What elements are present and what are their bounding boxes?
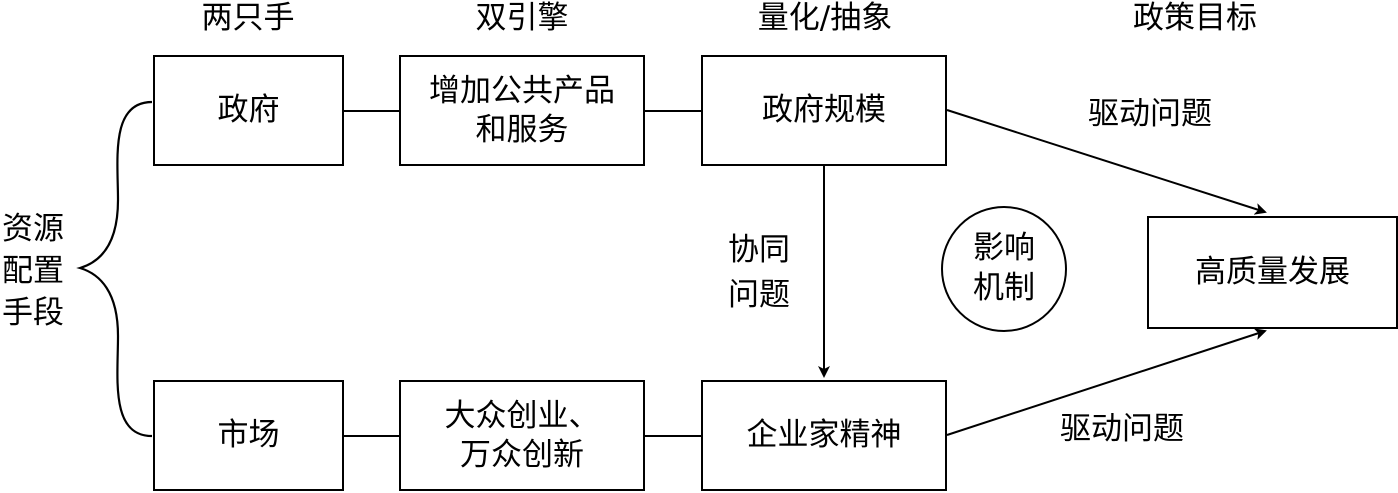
resource-allocation-label: 资源 配置 手段 bbox=[2, 211, 64, 331]
edge-label-synergy: 协同 问题 bbox=[728, 232, 790, 313]
box-entrepreneurial-spirit: 企业家精神 bbox=[701, 380, 947, 491]
box-public-goods-label: 增加公共产品 和服务 bbox=[429, 72, 615, 148]
box-high-quality-development: 高质量发展 bbox=[1147, 216, 1398, 329]
header-dual-engine: 双引擎 bbox=[475, 0, 569, 36]
box-market-label: 市场 bbox=[217, 417, 280, 454]
influence-mechanism-circle: 影响 机制 bbox=[941, 206, 1067, 332]
edge-label-drive-top: 驱动问题 bbox=[1088, 96, 1212, 132]
box-government: 政府 bbox=[153, 55, 344, 166]
box-government-label: 政府 bbox=[217, 92, 280, 129]
arrow-drive-top bbox=[946, 109, 1267, 215]
influence-mechanism-label: 影响 机制 bbox=[973, 230, 1035, 306]
header-quantify-abstract: 量化/抽象 bbox=[757, 0, 893, 36]
box-mass-entrepreneurship-label: 大众创业、 万众创新 bbox=[444, 397, 600, 473]
header-policy-goal: 政策目标 bbox=[1133, 0, 1257, 36]
arrow-drive-bottom bbox=[946, 328, 1267, 436]
box-government-scale: 政府规模 bbox=[701, 55, 947, 166]
box-government-scale-label: 政府规模 bbox=[762, 92, 886, 129]
edge-label-drive-bottom: 驱动问题 bbox=[1060, 411, 1184, 447]
box-market: 市场 bbox=[153, 380, 344, 491]
box-high-quality-development-label: 高质量发展 bbox=[1195, 254, 1350, 291]
header-two-hands: 两只手 bbox=[201, 0, 295, 36]
box-mass-entrepreneurship: 大众创业、 万众创新 bbox=[399, 380, 645, 491]
resource-brace bbox=[76, 100, 153, 438]
box-public-goods: 增加公共产品 和服务 bbox=[399, 55, 645, 166]
box-entrepreneurial-spirit-label: 企业家精神 bbox=[746, 417, 902, 454]
